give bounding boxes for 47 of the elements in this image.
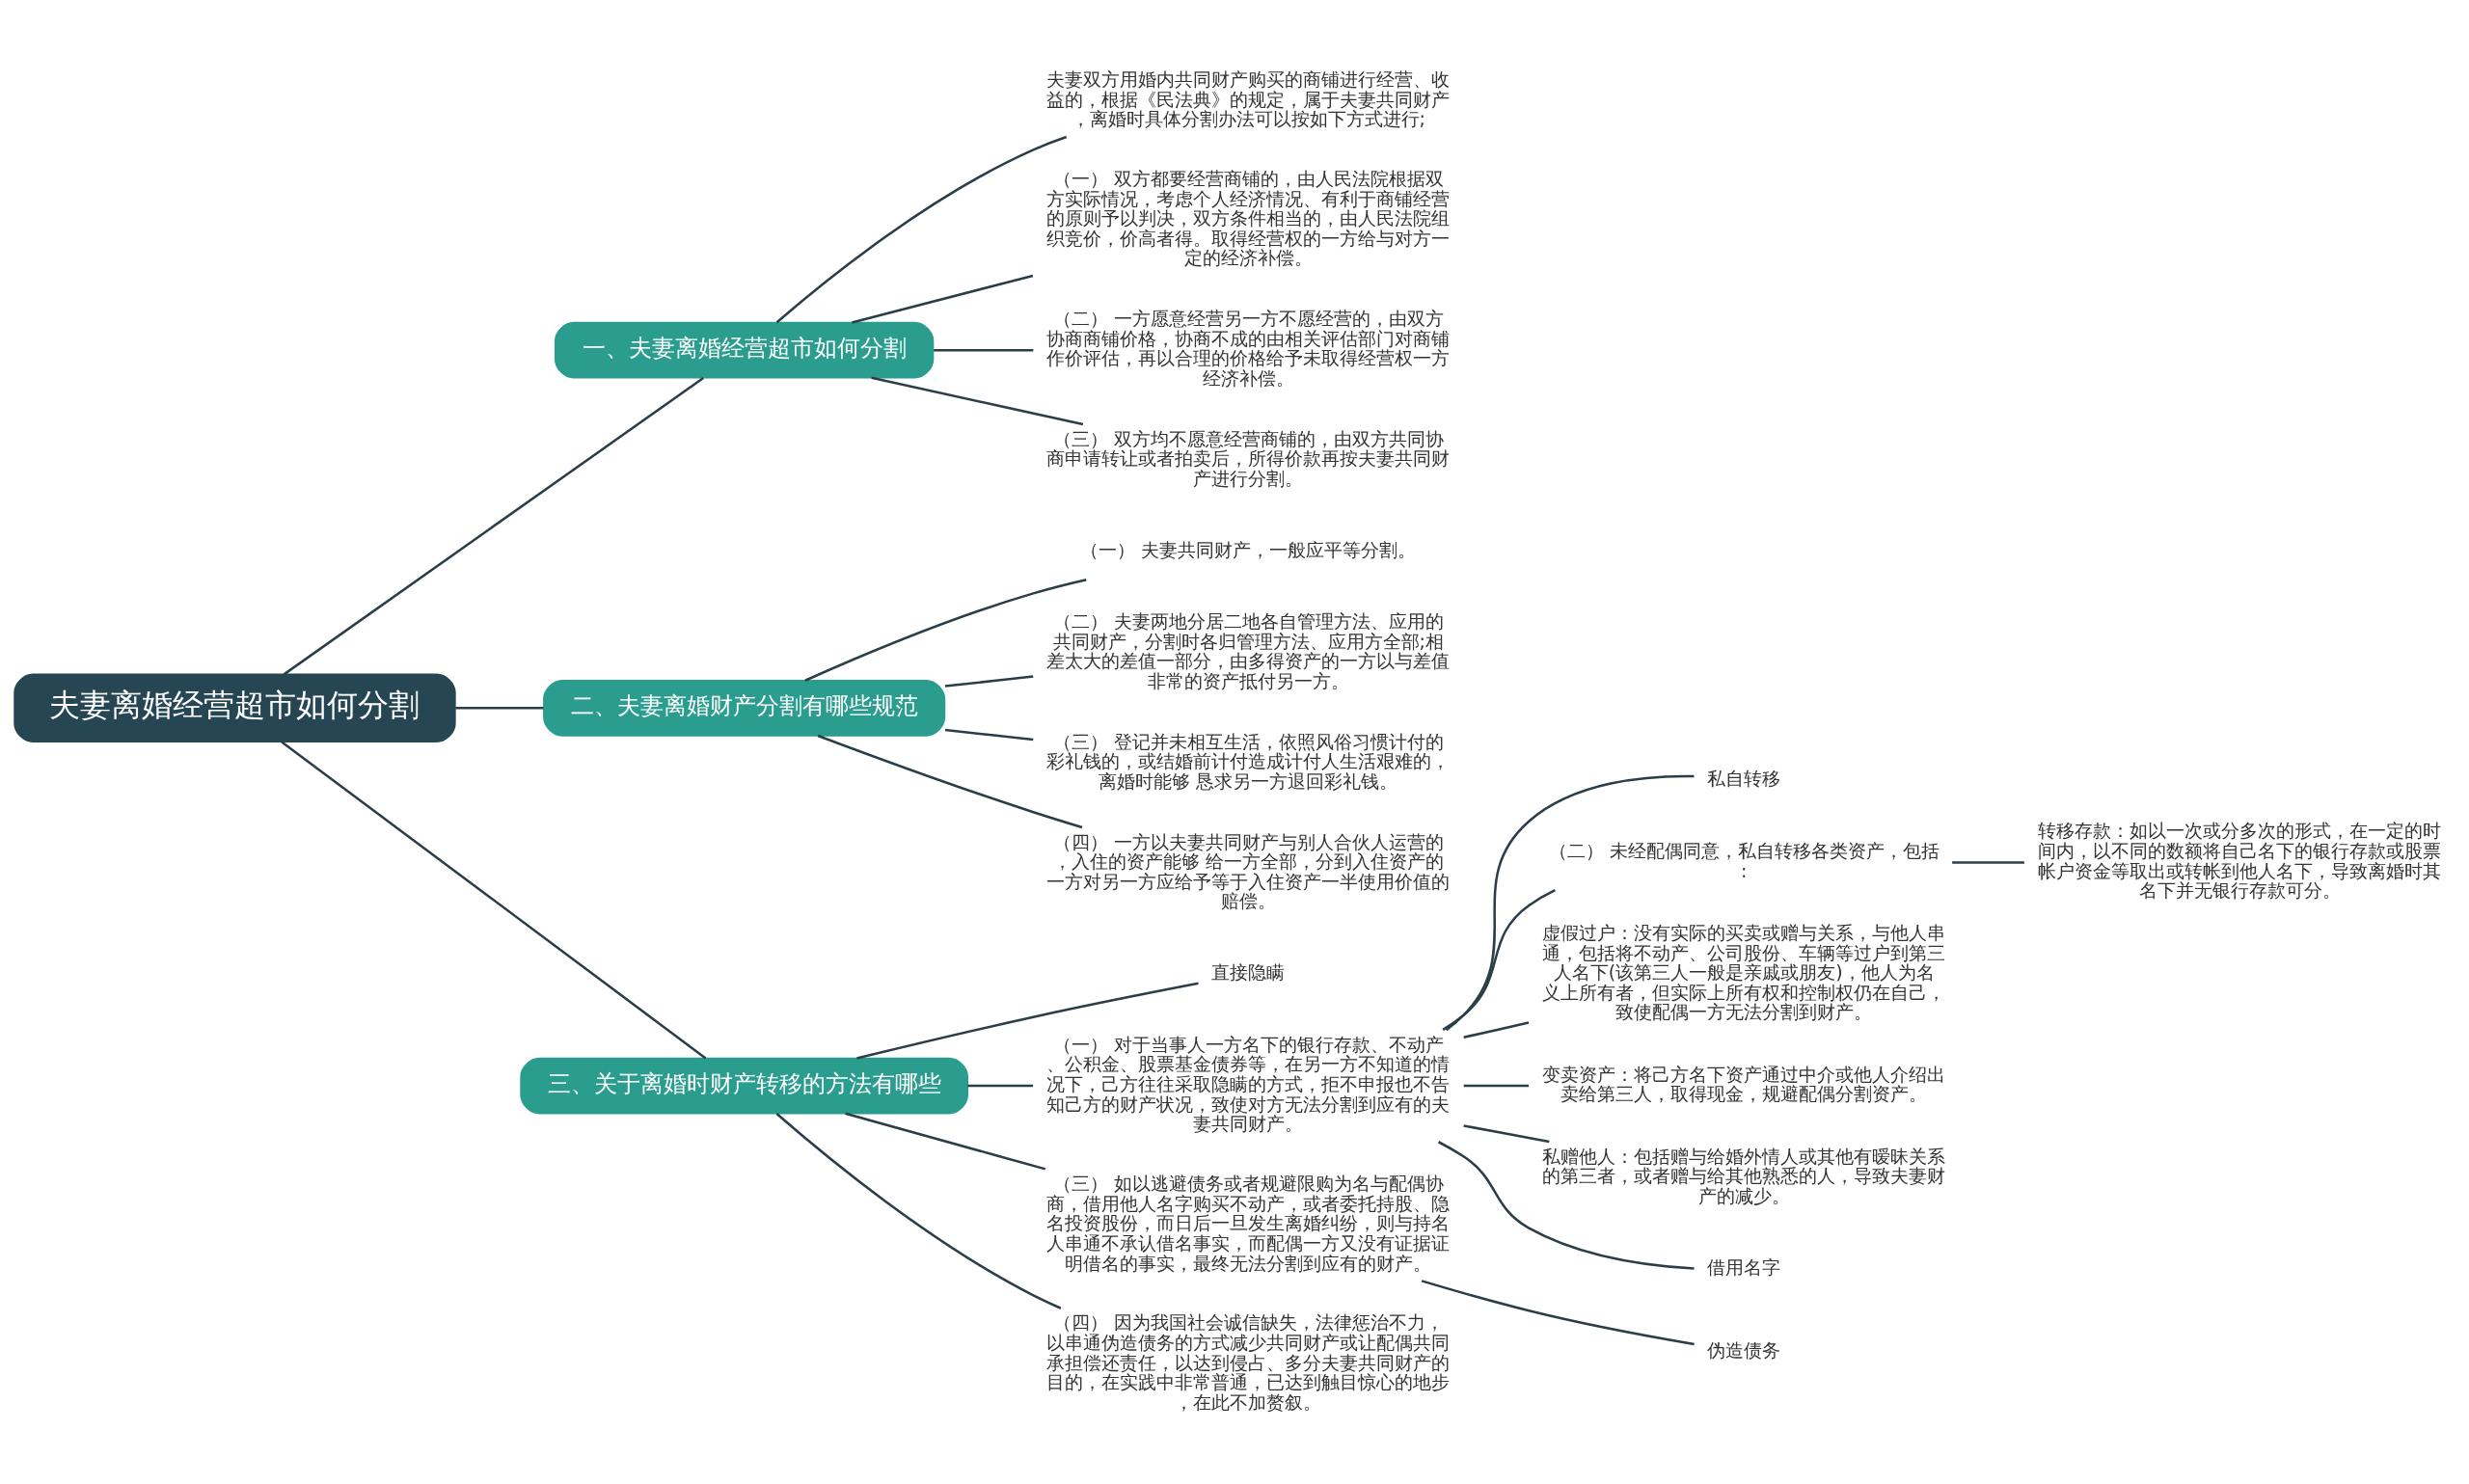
node-box: 夫妻离婚经营超市如何分割 [14,673,456,742]
connector [1437,1140,1695,1270]
connector [1463,1020,1530,1039]
node-text: 夫妻双方用婚内共同财产购买的商铺进行经营、收益的，根据《民法典》的规定，属于夫妻共同财产，离婚时具体分割办法可以按如下方式进行; [1046,67,1451,129]
connector [1463,1084,1530,1087]
node-text: 直接隐瞒 [1211,960,1286,983]
node-text: （四） 因为我国社会诚信缺失，法律惩治不力，以串通伪造债务的方式减少共同财产或让配偶共同承担偿还责任，以达到侵占、多分夫妻共同财产的目的，在实践中非常普通，已达到触目惊心的地步，在此不加赘叙。 [1046,1310,1451,1413]
connector [934,348,1034,351]
connector [775,135,1068,323]
node-box: 二、夫妻离婚财产分割有哪些规范 [543,679,946,737]
connector [1952,860,2024,864]
connector [871,376,1084,425]
node-text: （二） 一方愿意经营另一方不愿经营的，由双方协商商铺价格，协商不成的由相关评估部门对商铺作价评估，再以合理的价格给予未取得经营权一方经济补偿。 [1046,307,1451,389]
node-text: （三） 双方均不愿意经营商铺的，由双方共同协商申请转让或者拍卖后，所得价款再按夫妻共同财产进行分割。 [1046,427,1451,489]
connector [455,706,544,710]
node-box: 一、夫妻离婚经营超市如何分割 [554,321,935,378]
connector [1442,888,1556,1031]
connector [967,1084,1034,1087]
connector [1463,1123,1550,1143]
node-text: 私赠他人：包括赠与给婚外情人或其他有暧昧关系的第三者，或者赠与给其他熟悉的人，导致夫妻财产的减少。 [1542,1145,1946,1206]
node-text: （一） 夫妻共同财产，一般应平等分割。 [1080,538,1417,560]
connector [852,274,1034,324]
connector [817,734,1083,828]
connector [845,1112,1046,1171]
node-box: 三、关于离婚时财产转移的方法有哪些 [520,1057,968,1114]
node-text: （一） 对于当事人一方名下的银行存款、不动产、公积金、股票基金债券等，在另一方不知道的情况下，己方往往采取隐瞒的方式，拒不申报也不告知己方的财产状况，致使对方无法分割到应有的夫妻共同财产。 [1046,1033,1451,1134]
node-text: 借用名字 [1707,1255,1781,1278]
node-text: （三） 如以逃避债务或者规避限购为名与配偶协商，借用他人名字购买不动产，或者委托持股、隐名投资股份，而日后一旦发生离婚纠纷，则与持名人串通不承认借名事实，而配偶一方又没有证据证明借名的事实，最终无法分割到应有的财产。 [1046,1172,1451,1274]
connector [804,578,1087,682]
connector [856,982,1199,1060]
node-text: 伪造债务 [1707,1338,1781,1361]
connector [775,1112,1062,1309]
node-text: 虚假过户：没有实际的买卖或赠与关系，与他人串通，包括将不动产、公司股份、车辆等过户到第三人名下(该第三人一般是亲戚或朋友)，他人为名义上所有者，但实际上所有权和控制权仍在自己，致使配偶一方无法分割到财产。 [1542,921,1946,1022]
node-text: （二） 未经配偶同意，私自转移各类资产，包括: [1548,839,1940,881]
node-text: 私自转移 [1707,767,1781,789]
connector [944,674,1034,688]
connector [944,728,1034,741]
node-text: 转移存款：如以一次或分多次的形式，在一定的时间内，以不同的数额将自己名下的银行存款或股票帐户资金等取出或转帐到他人名下，导致离婚时其名下并无银行存款可分。 [2038,820,2442,901]
connector [1421,1279,1695,1345]
connector [281,740,707,1059]
connector [283,376,704,675]
node-text: （一） 双方都要经营商铺的，由人民法院根据双方实际情况，考虑个人经济情况、有利于商铺经营的原则予以判决，双方条件相当的，由人民法院组织竞价，价高者得。取得经营权的一方给与对方一定的经济补偿。 [1046,167,1451,268]
node-text: （四） 一方以夫妻共同财产与别人合伙人运营的，入住的资产能够 给一方全部，分到入住资产的一方对另一方应给予等于入住资产一半使用价值的赔偿。 [1046,830,1451,911]
node-text: （二） 夫妻两地分居二地各自管理方法、应用的共同财产，分割时各归管理方法、应用方全部;相差太大的差值一部分，由多得资产的一方以与差值非常的资产抵付另一方。 [1046,609,1451,691]
node-text: 变卖资产：将己方名下资产通过中介或他人介绍出卖给第三人，取得现金，规避配偶分割资产。 [1542,1063,1946,1104]
node-text: （三） 登记并未相互生活，依照风俗习惯计付的彩礼钱的，或结婚前计付造成计付人生活艰难的，离婚时能够 恳求另一方退回彩礼钱。 [1046,730,1451,792]
connector [1445,774,1695,1031]
